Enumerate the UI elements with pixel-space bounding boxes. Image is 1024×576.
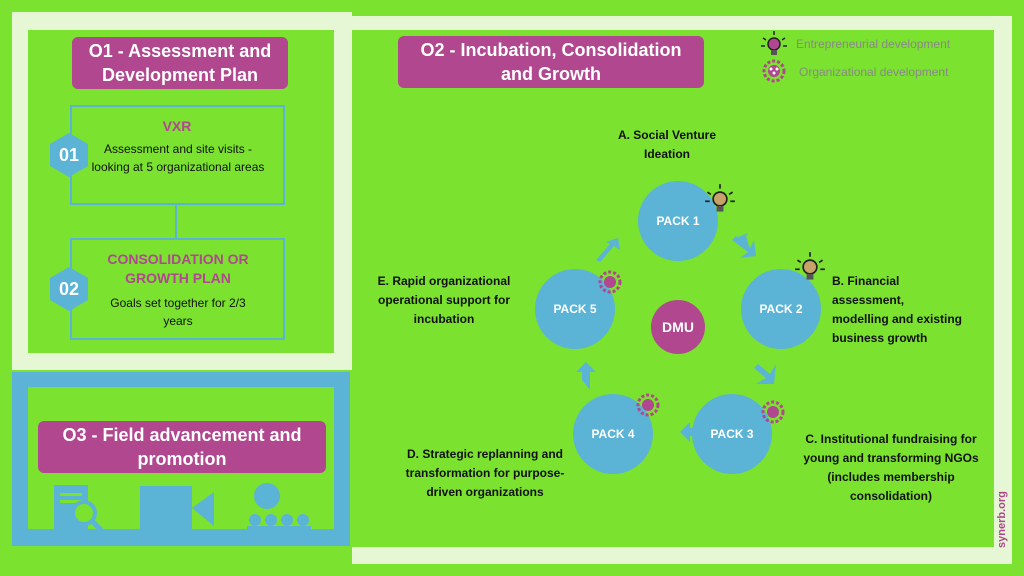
step2-number-badge: 02 xyxy=(50,267,88,311)
step1-text: Assessment and site visits - looking at … xyxy=(91,142,265,174)
o2-title: O2 - Incubation, Consolidation and Growt… xyxy=(398,36,704,88)
o1-connector xyxy=(175,205,177,238)
step2-text: Goals set together for 2/3 years xyxy=(110,296,246,328)
o1-title: O1 - Assessment and Development Plan xyxy=(72,37,288,89)
gear-people-icon xyxy=(762,59,786,83)
legend-organizational: Organizational development xyxy=(799,65,949,79)
label-c: C. Institutional fundraising for young a… xyxy=(803,432,979,503)
dmu-center: DMU xyxy=(651,300,705,354)
gear-people-icon xyxy=(761,400,785,424)
pack-4: PACK 4 xyxy=(573,394,653,474)
o3-title: O3 - Field advancement and promotion xyxy=(38,421,326,473)
gear-people-icon xyxy=(598,270,622,294)
pack-3: PACK 3 xyxy=(692,394,772,474)
pack-5: PACK 5 xyxy=(535,269,615,349)
pack-1: PACK 1 xyxy=(638,181,718,261)
video-camera-icon xyxy=(140,486,214,530)
step1-heading: VXR xyxy=(162,118,192,134)
label-a: A. Social Venture Ideation xyxy=(617,128,717,161)
gear-people-icon xyxy=(636,393,660,417)
o2-title-line1: O2 - Incubation, Consolidation xyxy=(420,40,682,60)
audience-icon xyxy=(247,483,311,531)
step2-heading: CONSOLIDATION OR GROWTH PLAN xyxy=(107,251,249,286)
legend-entrepreneurial: Entrepreneurial development xyxy=(796,37,951,51)
o3-title-line1: O3 - Field advancement and xyxy=(62,425,302,445)
label-b: B. Financial assessment, modelling and e… xyxy=(832,274,963,345)
lightbulb-icon xyxy=(795,252,825,280)
lightbulb-icon xyxy=(761,31,787,55)
lightbulb-icon xyxy=(705,184,735,212)
o2-title-line2: and Growth xyxy=(501,64,601,84)
label-d: D. Strategic replanning and transformati… xyxy=(405,447,565,499)
watermark: synerb.org xyxy=(996,491,1008,548)
label-e: E. Rapid organizational operational supp… xyxy=(377,274,511,326)
o1-title-line1: O1 - Assessment and xyxy=(88,41,272,61)
o3-title-line2: promotion xyxy=(137,449,227,469)
o2-panel xyxy=(352,30,994,547)
cycle-arrows xyxy=(576,233,776,442)
document-search-icon xyxy=(54,485,104,533)
o1-title-line2: Development Plan xyxy=(101,65,259,85)
pack-2: PACK 2 xyxy=(741,269,821,349)
